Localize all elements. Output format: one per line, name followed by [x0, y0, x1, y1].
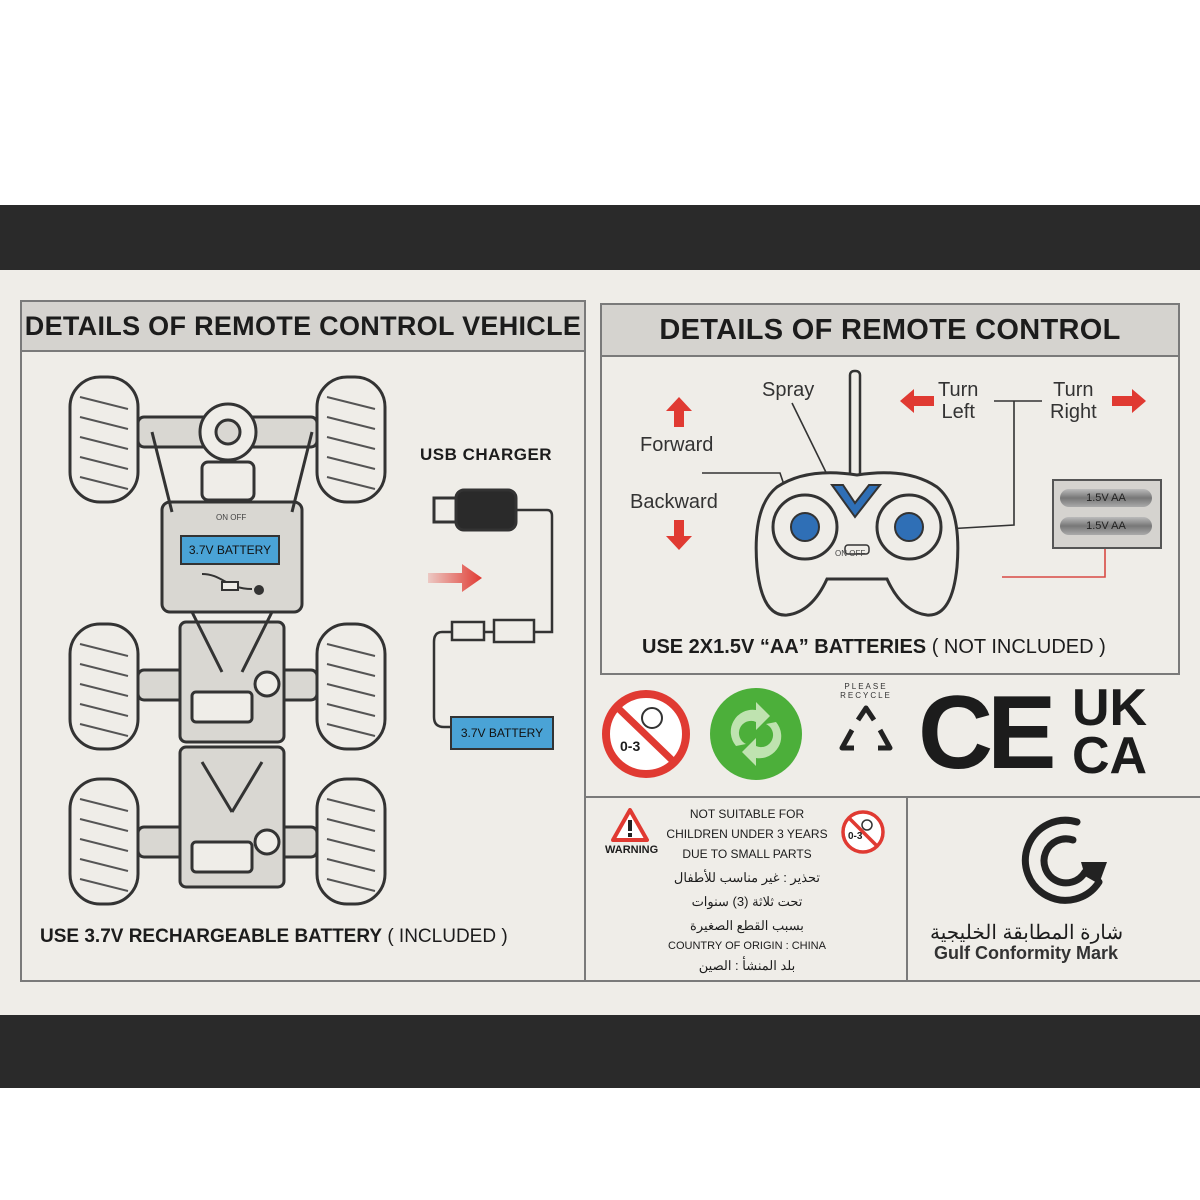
vehicle-panel-title: DETAILS OF REMOTE CONTROL VEHICLE: [22, 302, 584, 352]
spray-label: Spray: [762, 379, 815, 401]
remote-switch-label: ON OFF: [835, 549, 866, 558]
ukca-mark: UK CA: [1072, 679, 1148, 785]
warning-ar-line-3: بسبب القطع الصغيرة: [690, 918, 804, 933]
turn-right-line-2: Right: [1050, 401, 1097, 423]
arrow-right-icon: [1112, 389, 1146, 413]
vehicle-battery-caption: USE 3.7V RECHARGEABLE BATTERY ( INCLUDED…: [40, 926, 508, 948]
vehicle-caption-bold: USE 3.7V RECHARGEABLE BATTERY: [40, 926, 383, 947]
country-of-origin-arabic: بلد المنشأ : الصين: [698, 958, 796, 973]
warning-line-2: CHILDREN UNDER 3 YEARS: [666, 827, 828, 841]
battery-connector-icon: [201, 573, 264, 595]
remote-panel-title: DETAILS OF REMOTE CONTROL: [602, 305, 1178, 357]
warning-arabic: تحذير : غير مناسب للأطفال تحت ثلاثة (3) …: [652, 866, 842, 938]
arrow-up-icon: [666, 397, 692, 427]
gcc-arabic-text: شارة المطابقة الخليجية: [930, 922, 1124, 944]
vehicle-caption-normal: ( INCLUDED ): [387, 926, 508, 947]
country-of-origin: COUNTRY OF ORIGIN : CHINA: [668, 940, 826, 952]
usb-charger-cable-icon: [432, 488, 554, 729]
please-recycle-icon: [839, 705, 893, 751]
warning-triangle-icon: [611, 808, 649, 842]
age-label: 0-3: [620, 738, 641, 754]
gcc-english-text: Gulf Conformity Mark: [934, 943, 1119, 963]
aa-battery-2: 1.5V AA: [1060, 517, 1152, 535]
warning-label: WARNING: [605, 844, 659, 856]
arrow-down-icon: [666, 520, 692, 550]
warning-english: NOT SUITABLE FOR CHILDREN UNDER 3 YEARS …: [652, 804, 842, 864]
turn-left-line-2: Left: [941, 401, 975, 423]
warning-line-1: NOT SUITABLE FOR: [689, 807, 805, 821]
ce-mark: CE: [918, 675, 1057, 791]
remote-caption-normal: ( NOT INCLUDED ): [931, 636, 1106, 658]
remote-details-panel: DETAILS OF REMOTE CONTROL Spray Turn Lef…: [600, 303, 1180, 675]
remote-battery-caption: USE 2X1.5V “AA” BATTERIES ( NOT INCLUDED…: [642, 636, 1106, 659]
small-age-label: 0-3: [848, 831, 863, 842]
car-battery-label: 3.7V BATTERY: [180, 535, 280, 565]
ukca-line-1: UK: [1072, 679, 1148, 737]
car-switch-label: ON OFF: [216, 513, 247, 522]
warning-ar-line-1: تحذير : غير مناسب للأطفال: [673, 870, 821, 885]
warning-ar-line-2: تحت ثلاثة (3) سنوات: [691, 894, 803, 909]
turn-left-label: Turn Left: [938, 379, 978, 423]
gcc-mark-icon: [1021, 816, 1107, 904]
usb-charger-label: USB CHARGER: [420, 445, 553, 464]
warning-divider: [906, 796, 908, 982]
ukca-line-2: CA: [1072, 727, 1148, 785]
warning-box: [584, 796, 1200, 982]
vehicle-details-panel: DETAILS OF REMOTE CONTROL VEHICLE: [20, 300, 586, 982]
aa-battery-1: 1.5V AA: [1060, 489, 1152, 507]
vehicle-chassis-icon: [68, 375, 387, 906]
remote-caption-bold: USE 2X1.5V “AA” BATTERIES: [642, 636, 927, 658]
warning-line-3: DUE TO SMALL PARTS: [682, 847, 812, 861]
small-no-under-3-icon: [841, 810, 885, 854]
top-dark-band: [0, 205, 1200, 275]
forward-label: Forward: [640, 434, 714, 456]
green-dot-icon: [710, 688, 802, 780]
turn-right-line-1: Turn: [1053, 379, 1094, 401]
no-under-3-icon: [602, 690, 690, 778]
turn-right-label: Turn Right: [1050, 379, 1097, 423]
charger-battery-label: 3.7V BATTERY: [450, 716, 554, 750]
recycle-text: PLEASE RECYCLE: [840, 682, 892, 700]
bottom-dark-band: [0, 1015, 1200, 1088]
backward-label: Backward: [630, 491, 718, 513]
charge-arrow-icon: [428, 564, 482, 592]
turn-left-line-1: Turn: [938, 379, 979, 401]
arrow-left-icon: [900, 389, 934, 413]
remote-controller-icon: [754, 369, 960, 617]
